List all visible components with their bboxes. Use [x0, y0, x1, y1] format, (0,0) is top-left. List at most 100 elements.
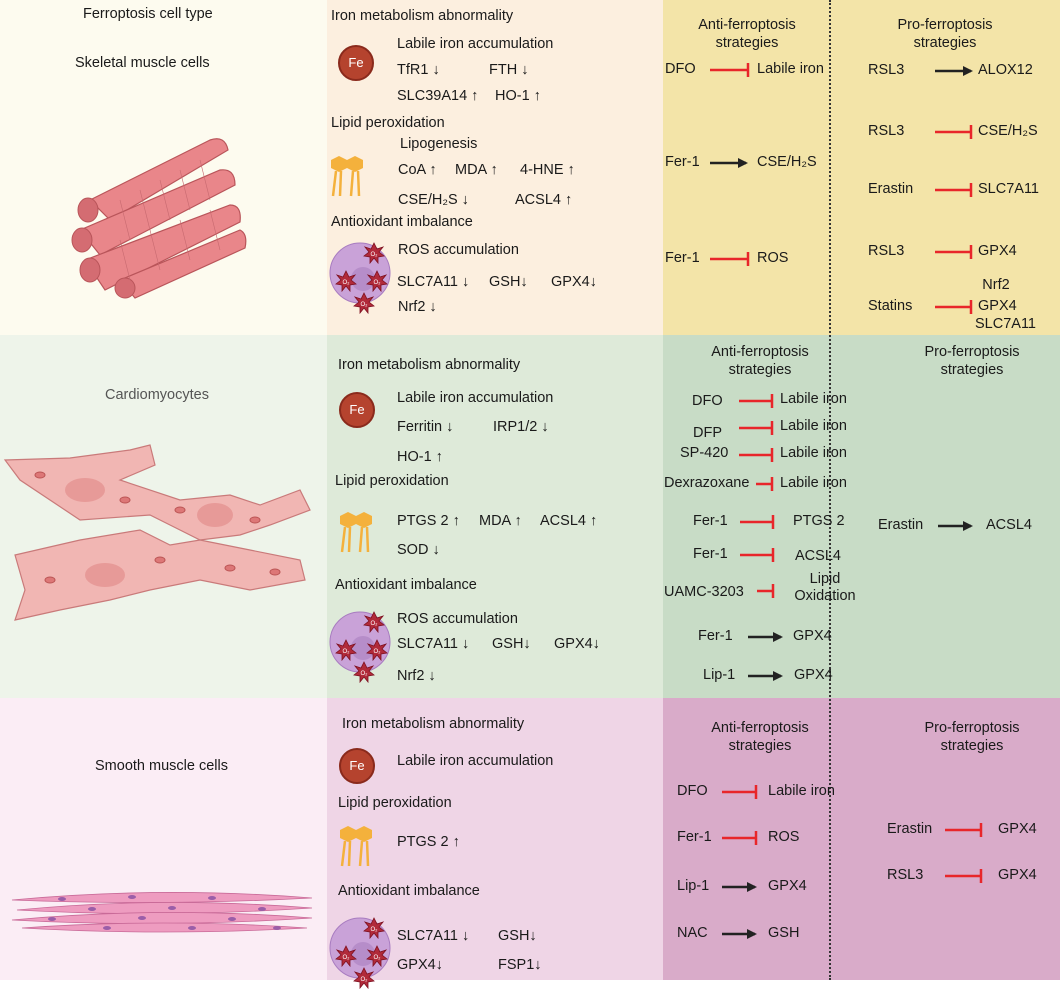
target-label: GPX4 — [998, 867, 1037, 883]
lipid-icon — [338, 510, 374, 554]
inhibit-arrow — [740, 515, 775, 529]
inhibit-arrow — [710, 252, 750, 266]
inhibit-arrow — [945, 823, 983, 837]
inhibit-arrow — [722, 785, 758, 799]
drug-label: DFO — [692, 393, 723, 409]
target-label: ACSL4 — [986, 517, 1032, 533]
column-header-cell-type: Ferroptosis cell type — [83, 6, 213, 22]
target-label: CSE/H₂S — [757, 154, 817, 170]
target-label: ROS — [757, 250, 789, 266]
target-label: GSH — [768, 925, 800, 941]
inhibit-arrow — [739, 421, 774, 435]
marker-acsl4: ACSL4 ↑ — [515, 192, 573, 208]
activate-arrow — [722, 929, 757, 939]
ros-cell-icon — [330, 918, 392, 990]
drug-label: DFP — [693, 425, 722, 441]
inhibit-arrow — [935, 125, 973, 139]
target-label: PTGS 2 — [793, 513, 845, 529]
marker-slc7a11: SLC7A11 ↓ — [397, 274, 470, 290]
lipid-icon — [338, 824, 374, 868]
marker-sod: SOD ↓ — [397, 542, 440, 558]
pro-ferroptosis-header: Pro-ferroptosis strategies — [924, 344, 1020, 378]
target-label: Labile iron — [757, 61, 824, 77]
cell-type-label: Smooth muscle cells — [95, 758, 228, 774]
labile-iron-subtitle: Labile iron accumulation — [397, 390, 554, 406]
cardiomyocyte-illustration — [3, 444, 311, 621]
target-label: GPX4 — [998, 821, 1037, 837]
drug-label: Erastin — [887, 821, 933, 837]
target-label: SLC7A11 — [975, 316, 1036, 332]
inhibit-arrow — [935, 245, 973, 259]
drug-label: Erastin — [878, 517, 924, 533]
iron-metabolism-title: Iron metabolism abnormality — [342, 716, 525, 732]
row3-celltype-bg — [0, 698, 327, 980]
antioxidant-imbalance-title: Antioxidant imbalance — [335, 577, 477, 593]
drug-label: RSL3 — [868, 62, 905, 78]
lipid-peroxidation-title: Lipid peroxidation — [338, 795, 452, 811]
marker-cse-h2s: CSE/H₂S ↓ — [398, 192, 469, 208]
marker-ferritin: Ferritin ↓ — [397, 419, 454, 435]
target-label: GPX4 — [978, 298, 1017, 314]
drug-label: RSL3 — [868, 123, 905, 139]
target-label: Labile iron — [780, 391, 847, 407]
marker-irp12: IRP1/2 ↓ — [493, 419, 549, 435]
marker-gsh: GSH↓ — [489, 274, 528, 290]
drug-label: Statins — [868, 298, 913, 314]
activate-arrow — [722, 882, 757, 892]
activate-arrow — [710, 158, 748, 168]
drug-label: DFO — [677, 783, 708, 799]
target-label: ALOX12 — [978, 62, 1033, 78]
marker-4hne: 4-HNE ↑ — [520, 162, 575, 178]
marker-fth: FTH ↓ — [489, 62, 529, 78]
smooth-muscle-illustration — [11, 892, 313, 933]
cell-type-label: Skeletal muscle cells — [75, 55, 210, 71]
anti-ferroptosis-header: Anti-ferroptosis strategies — [711, 720, 809, 754]
target-label: Labile iron — [780, 445, 847, 461]
inhibit-arrow — [722, 831, 758, 845]
marker-ho1: HO-1 ↑ — [495, 88, 541, 104]
pro-ferroptosis-header: Pro-ferroptosis strategies — [924, 720, 1020, 754]
drug-label: DFO — [665, 61, 696, 77]
pro-ferroptosis-header: Pro-ferroptosis strategies — [897, 17, 993, 51]
target-label: ACSL4 — [795, 548, 841, 564]
iron-fe-icon: Fe — [339, 748, 375, 784]
row2-strategy-bg — [663, 335, 1060, 698]
marker-fsp1: FSP1↓ — [498, 957, 542, 973]
target-label: GPX4 — [768, 878, 807, 894]
anti-ferroptosis-header: Anti-ferroptosis strategies — [711, 344, 809, 378]
target-label: Lipid Oxidation — [794, 571, 856, 604]
marker-nrf2: Nrf2 ↓ — [397, 668, 436, 684]
activate-arrow — [935, 66, 973, 76]
drug-label: Fer-1 — [693, 546, 728, 562]
marker-nrf2: Nrf2 ↓ — [398, 299, 437, 315]
drug-label: NAC — [677, 925, 708, 941]
lipid-icon — [329, 154, 365, 198]
drug-label: Fer-1 — [698, 628, 733, 644]
row1-strategy-bg — [663, 0, 1060, 335]
marker-gpx4: GPX4↓ — [397, 957, 443, 973]
target-label: Labile iron — [780, 418, 847, 434]
marker-slc39a14: SLC39A14 ↑ — [397, 88, 479, 104]
ros-accumulation-subtitle: ROS accumulation — [397, 611, 518, 627]
labile-iron-subtitle: Labile iron accumulation — [397, 753, 554, 769]
target-label: Nrf2 — [982, 277, 1010, 293]
inhibit-arrow — [740, 548, 775, 562]
inhibit-arrow — [710, 63, 750, 77]
target-label: SLC7A11 — [978, 181, 1039, 197]
target-label: Labile iron — [768, 783, 835, 799]
marker-slc7a11: SLC7A11 ↓ — [397, 928, 470, 944]
inhibit-arrow — [739, 394, 774, 408]
inhibit-arrow — [935, 183, 973, 197]
iron-fe-icon: Fe — [339, 392, 375, 428]
drug-label: Fer-1 — [665, 154, 700, 170]
drug-label: Fer-1 — [677, 829, 712, 845]
lipogenesis-subtitle: Lipogenesis — [400, 136, 478, 152]
inhibit-arrow — [739, 448, 774, 462]
inhibit-arrow — [757, 584, 775, 598]
target-label: Labile iron — [780, 475, 847, 491]
marker-gsh: GSH↓ — [498, 928, 537, 944]
activate-arrow — [748, 632, 783, 642]
iron-fe-icon: Fe — [338, 45, 374, 81]
antioxidant-imbalance-title: Antioxidant imbalance — [331, 214, 473, 230]
marker-ptgs2: PTGS 2 ↑ — [397, 834, 460, 850]
